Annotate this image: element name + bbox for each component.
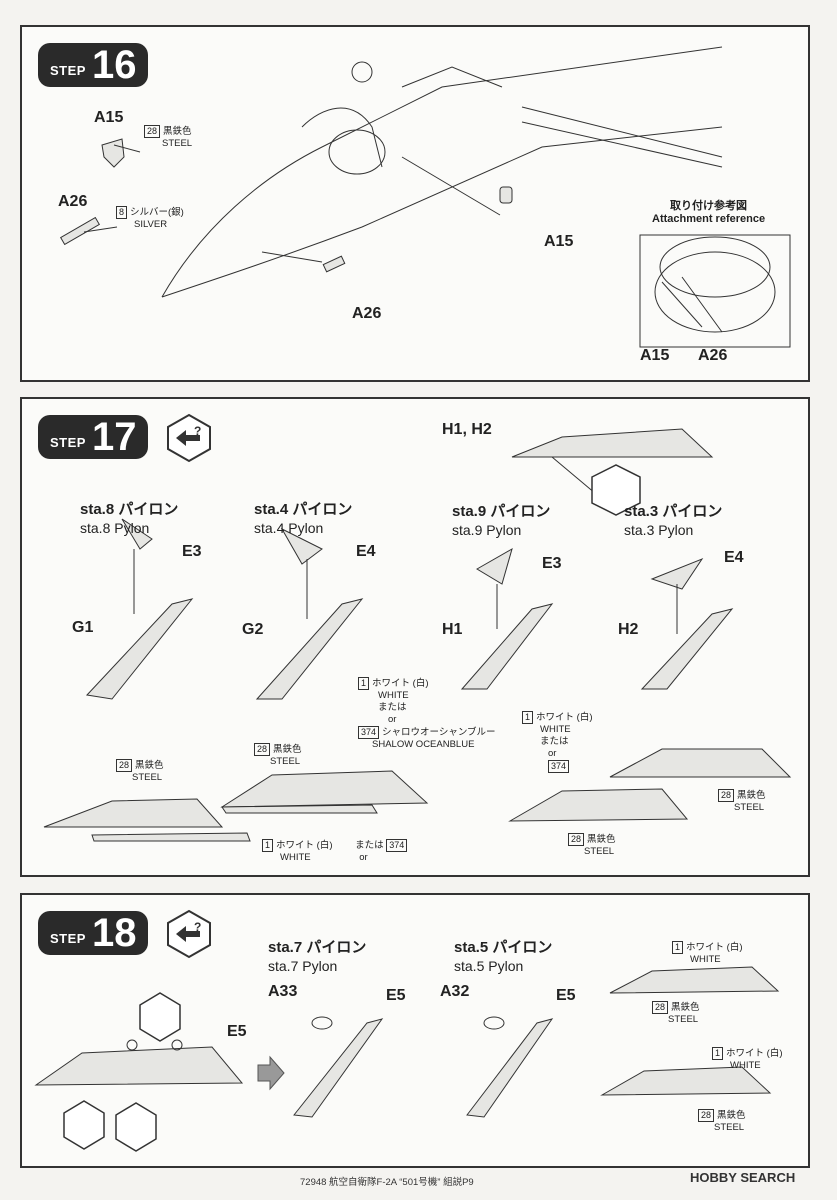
part-a15-callout: A15	[544, 233, 574, 250]
step18-panel: STEP 18 ? E5 sta.7 パイロン sta.7 Pylon A33 …	[20, 893, 810, 1168]
step17-badge: STEP 17	[38, 415, 149, 459]
step18-drawing	[34, 966, 780, 1152]
pylon-sta9-title: sta.9 パイロン sta.9 Pylon	[452, 503, 551, 538]
part-a26-label: A26	[58, 193, 88, 210]
brand-watermark: HOBBY SEARCH	[690, 1170, 796, 1185]
step16-badge: STEP 16	[38, 43, 149, 87]
pylon-sta5-title: sta.5 パイロン sta.5 Pylon	[454, 939, 553, 974]
page-footer: 72948 航空自衛隊F-2A “501号機” 組説P9	[300, 1177, 474, 1188]
ref-a15-label: A15	[640, 347, 670, 364]
symmetry-icon-18: ?	[167, 909, 211, 959]
ref-a26-label: A26	[698, 347, 728, 364]
h1h2-label: H1, H2	[442, 421, 492, 438]
sta4-top-part: E4	[356, 543, 376, 560]
sta8-body-part: G1	[72, 619, 94, 636]
sta8-top-part: E3	[182, 543, 202, 560]
step17-drawing	[43, 428, 792, 842]
pylon-sta4-title: sta.4 パイロン sta.4 Pylon	[254, 501, 353, 536]
svg-text:?: ?	[194, 424, 201, 438]
sta5-e5-label: E5	[556, 987, 576, 1004]
step18-badge: STEP 18	[38, 911, 149, 955]
pylon-sta7-title: sta.7 パイロン sta.7 Pylon	[268, 939, 367, 974]
step17-panel: STEP 17 ? H1, H2	[20, 397, 810, 877]
aircraft-nose-drawing	[59, 46, 791, 348]
sta3-top-part: E4	[724, 549, 744, 566]
sta4-body-part: G2	[242, 621, 264, 638]
pylon-sta8-title: sta.8 パイロン sta.8 Pylon	[80, 501, 179, 536]
sta7-a33-label: A33	[268, 983, 298, 1000]
sta9-top-part: E3	[542, 555, 562, 572]
svg-text:?: ?	[194, 920, 201, 934]
sta9-body-part: H1	[442, 621, 463, 638]
s18-e5-label: E5	[227, 1023, 247, 1040]
part-a15-label: A15	[94, 109, 124, 126]
attachment-reference-title: 取り付け参考図 Attachment reference	[652, 200, 766, 225]
symmetry-icon: ?	[167, 413, 211, 463]
part-a26-callout: A26	[352, 305, 382, 322]
pylon-sta3-title: sta.3 パイロン sta.3 Pylon	[624, 503, 723, 538]
sta3-body-part: H2	[618, 621, 639, 638]
sta7-e5-label: E5	[386, 987, 406, 1004]
sta5-a32-label: A32	[440, 983, 470, 1000]
